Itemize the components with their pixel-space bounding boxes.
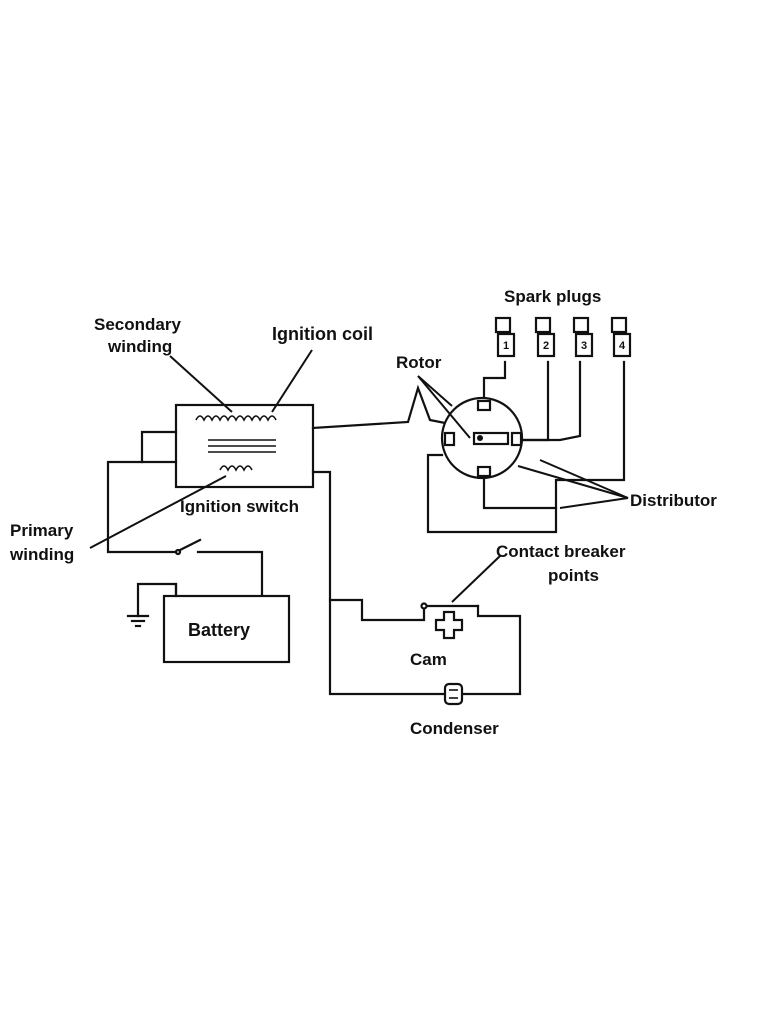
spark-plug: 4 bbox=[610, 316, 632, 358]
spark-plug: 2 bbox=[534, 316, 556, 358]
contact-breaker-label-line1: Contact breaker bbox=[496, 542, 626, 561]
cam-label: Cam bbox=[410, 650, 447, 669]
spark-plug-number: 1 bbox=[503, 340, 509, 352]
primary-winding-coil bbox=[219, 465, 253, 472]
rotor-arm bbox=[472, 431, 510, 446]
contact-breaker-points bbox=[420, 602, 480, 610]
primary-winding-label-line2: winding bbox=[9, 545, 74, 564]
spark-plug-number: 4 bbox=[619, 340, 626, 352]
ground-icon bbox=[126, 614, 150, 628]
ignition-switch bbox=[174, 538, 202, 556]
contact-breaker-label-line2: points bbox=[548, 566, 599, 585]
battery-label: Battery bbox=[188, 620, 250, 640]
secondary-winding-coil bbox=[195, 415, 277, 422]
spark-plug: 3 bbox=[572, 316, 594, 358]
ignition-switch-label: Ignition switch bbox=[180, 497, 299, 516]
ignition-coil bbox=[174, 403, 315, 489]
condenser bbox=[443, 682, 464, 706]
primary-winding-label-line1: Primary bbox=[10, 521, 74, 540]
secondary-winding-label-line1: Secondary bbox=[94, 315, 181, 334]
leader-lines bbox=[89, 349, 629, 603]
battery bbox=[162, 582, 291, 664]
distributor-label: Distributor bbox=[630, 491, 717, 510]
ignition-coil-label: Ignition coil bbox=[272, 324, 373, 344]
spark-plug-number: 2 bbox=[543, 340, 549, 352]
distributor bbox=[440, 396, 524, 480]
spark-plugs: 1 2 3 4 bbox=[494, 316, 632, 358]
spark-plug: 1 bbox=[494, 316, 516, 358]
rotor-label: Rotor bbox=[396, 353, 442, 372]
spark-plugs-label: Spark plugs bbox=[504, 287, 601, 306]
condenser-label: Condenser bbox=[410, 719, 499, 738]
spark-plug-number: 3 bbox=[581, 340, 587, 352]
cam bbox=[434, 610, 464, 640]
coil-core bbox=[208, 439, 276, 453]
secondary-winding-label-line2: winding bbox=[107, 337, 172, 356]
